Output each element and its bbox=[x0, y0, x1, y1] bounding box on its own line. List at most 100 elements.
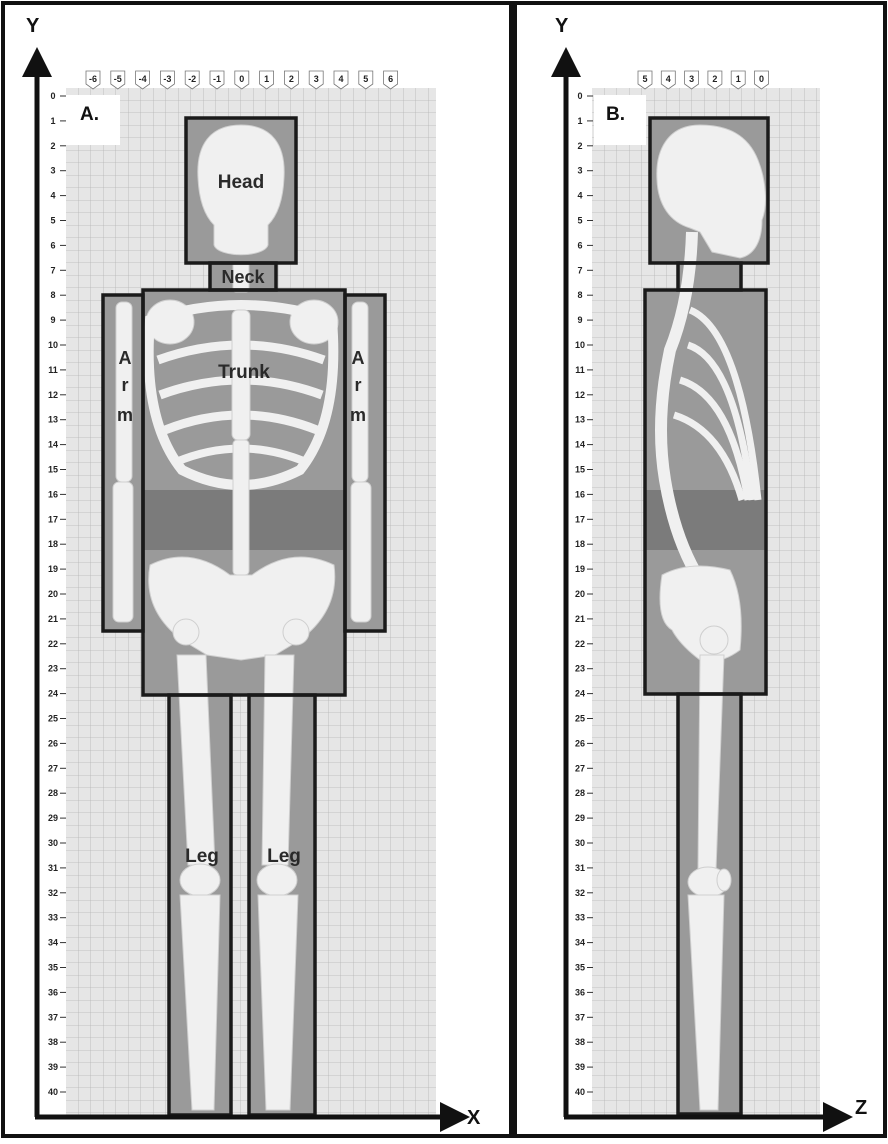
panel-b-top-tick-label: 0 bbox=[759, 74, 764, 84]
panel-a-top-tick-label: -1 bbox=[213, 74, 221, 84]
panel-b-y-tick-label: 20 bbox=[575, 589, 585, 599]
arm-right-label-m: m bbox=[350, 405, 366, 425]
panel-b-y-tick-label: 18 bbox=[575, 539, 585, 549]
panel-a-top-tick-label: 3 bbox=[314, 74, 319, 84]
panel-b-y-tick-label: 39 bbox=[575, 1062, 585, 1072]
arm-right-label-r: r bbox=[354, 375, 361, 395]
panel-a-y-tick-label: 24 bbox=[48, 689, 58, 699]
panel-a-y-tick-label: 19 bbox=[48, 564, 58, 574]
panel-a-y-tick-label: 29 bbox=[48, 813, 58, 823]
panel-b-top-tick-label: 2 bbox=[712, 74, 717, 84]
panel-b-y-tick-label: 7 bbox=[577, 265, 582, 275]
panel-a-y-axis-label: Y bbox=[26, 15, 40, 37]
panel-a-y-tick-label: 25 bbox=[48, 714, 58, 724]
panel-a-y-tick-label: 7 bbox=[50, 265, 55, 275]
arm-left-label-a: A bbox=[119, 348, 132, 368]
panel-b-top-tick-label: 4 bbox=[666, 74, 671, 84]
panel-a-y-tick-label: 22 bbox=[48, 639, 58, 649]
panel-a-y-tick-label: 38 bbox=[48, 1037, 58, 1047]
panel-b-y-tick-label: 40 bbox=[575, 1087, 585, 1097]
panel-a-y-tick-label: 1 bbox=[50, 116, 55, 126]
panel-b-y-tick-label: 15 bbox=[575, 465, 585, 475]
panel-b-y-tick-label: 24 bbox=[575, 689, 585, 699]
panel-b-y-tick-label: 10 bbox=[575, 340, 585, 350]
arm-right-label-a: A bbox=[352, 348, 365, 368]
panel-a-top-tick-label: 2 bbox=[289, 74, 294, 84]
panel-a-y-tick-label: 11 bbox=[48, 365, 58, 375]
panel-b-y-tick-label: 27 bbox=[575, 763, 585, 773]
panel-a-top-tick-label: 6 bbox=[388, 74, 393, 84]
panel-b-y-tick-label: 14 bbox=[575, 440, 585, 450]
panel-b-y-tick-label: 11 bbox=[575, 365, 585, 375]
panel-a-y-tick-label: 27 bbox=[48, 763, 58, 773]
panel-b-y-tick-label: 35 bbox=[575, 963, 585, 973]
panel-a-top-tick-label: -5 bbox=[114, 74, 122, 84]
panel-b-top-tick-label: 1 bbox=[736, 74, 741, 84]
panel-b-y-tick-label: 22 bbox=[575, 639, 585, 649]
panel-a-y-tick-label: 31 bbox=[48, 863, 58, 873]
panel-b-top-tick-label: 5 bbox=[642, 74, 647, 84]
panel-b-y-tick-label: 19 bbox=[575, 564, 585, 574]
panel-b-label: B. bbox=[606, 104, 625, 125]
panel-b-y-tick-label: 4 bbox=[577, 191, 582, 201]
panel-b-y-tick-label: 28 bbox=[575, 788, 585, 798]
panel-a-y-tick-label: 34 bbox=[48, 938, 58, 948]
panel-b-y-tick-label: 32 bbox=[575, 888, 585, 898]
leg-left-label: Leg bbox=[185, 846, 219, 867]
panel-a-y-tick-label: 18 bbox=[48, 539, 58, 549]
panel-a-y-tick-label: 9 bbox=[50, 315, 55, 325]
panel-a-y-tick-label: 36 bbox=[48, 987, 58, 997]
panel-a-top-tick-label: -4 bbox=[139, 74, 147, 84]
panel-a-top-tick-label: 5 bbox=[363, 74, 368, 84]
panel-a: A. bbox=[26, 15, 481, 1129]
panel-b-y-tick-label: 17 bbox=[575, 514, 585, 524]
panel-b-y-tick-label: 6 bbox=[577, 240, 582, 250]
panel-a-y-tick-label: 3 bbox=[50, 166, 55, 176]
panel-a-y-tick-label: 16 bbox=[48, 489, 58, 499]
panel-b-y-tick-label: 0 bbox=[577, 91, 582, 101]
panel-b-y-tick-label: 8 bbox=[577, 290, 582, 300]
panel-a-top-tick-label: 4 bbox=[338, 74, 343, 84]
panel-a-top-tick-label: -3 bbox=[163, 74, 171, 84]
panel-a-y-tick-label: 0 bbox=[50, 91, 55, 101]
panel-b-y-tick-label: 21 bbox=[575, 614, 585, 624]
panel-b-y-tick-label: 26 bbox=[575, 738, 585, 748]
head-label: Head bbox=[218, 172, 264, 193]
panel-a-y-tick-label: 21 bbox=[48, 614, 58, 624]
panel-a-y-tick-label: 15 bbox=[48, 465, 58, 475]
panel-a-y-tick-label: 13 bbox=[48, 415, 58, 425]
panel-b-y-axis-label: Y bbox=[555, 15, 569, 37]
panel-a-top-tick-label: -6 bbox=[89, 74, 97, 84]
panel-b-y-tick-label: 13 bbox=[575, 415, 585, 425]
panel-a-y-tick-label: 39 bbox=[48, 1062, 58, 1072]
panel-a-top-tick-label: 0 bbox=[239, 74, 244, 84]
panel-b-y-tick-label: 33 bbox=[575, 913, 585, 923]
trunk-label: Trunk bbox=[218, 362, 270, 383]
panel-b-y-tick-label: 23 bbox=[575, 664, 585, 674]
panel-b-top-tick-label: 3 bbox=[689, 74, 694, 84]
panel-b-y-tick-label: 9 bbox=[577, 315, 582, 325]
panel-b-y-tick-label: 16 bbox=[575, 489, 585, 499]
neck-label: Neck bbox=[221, 267, 265, 287]
panel-a-y-tick-label: 35 bbox=[48, 963, 58, 973]
panel-b-y-tick-label: 12 bbox=[575, 390, 585, 400]
panel-a-y-tick-label: 28 bbox=[48, 788, 58, 798]
panel-a-y-tick-label: 20 bbox=[48, 589, 58, 599]
panel-b-y-tick-label: 36 bbox=[575, 987, 585, 997]
panel-b-y-tick-label: 38 bbox=[575, 1037, 585, 1047]
panel-a-y-tick-label: 17 bbox=[48, 514, 58, 524]
panel-b-y-tick-label: 34 bbox=[575, 938, 585, 948]
panel-b-y-tick-label: 31 bbox=[575, 863, 585, 873]
panel-a-y-tick-label: 37 bbox=[48, 1012, 58, 1022]
panel-a-y-tick-label: 30 bbox=[48, 838, 58, 848]
panel-a-y-tick-label: 32 bbox=[48, 888, 58, 898]
panel-b-z-axis-label: Z bbox=[855, 1097, 867, 1119]
panel-b-y-tick-label: 29 bbox=[575, 813, 585, 823]
panel-b-y-tick-label: 25 bbox=[575, 714, 585, 724]
panel-b-y-tick-label: 1 bbox=[577, 116, 582, 126]
panel-a-top-tick-label: 1 bbox=[264, 74, 269, 84]
arm-left-label-r: r bbox=[121, 375, 128, 395]
panel-a-y-tick-label: 14 bbox=[48, 440, 58, 450]
panel-a-y-tick-label: 2 bbox=[50, 141, 55, 151]
